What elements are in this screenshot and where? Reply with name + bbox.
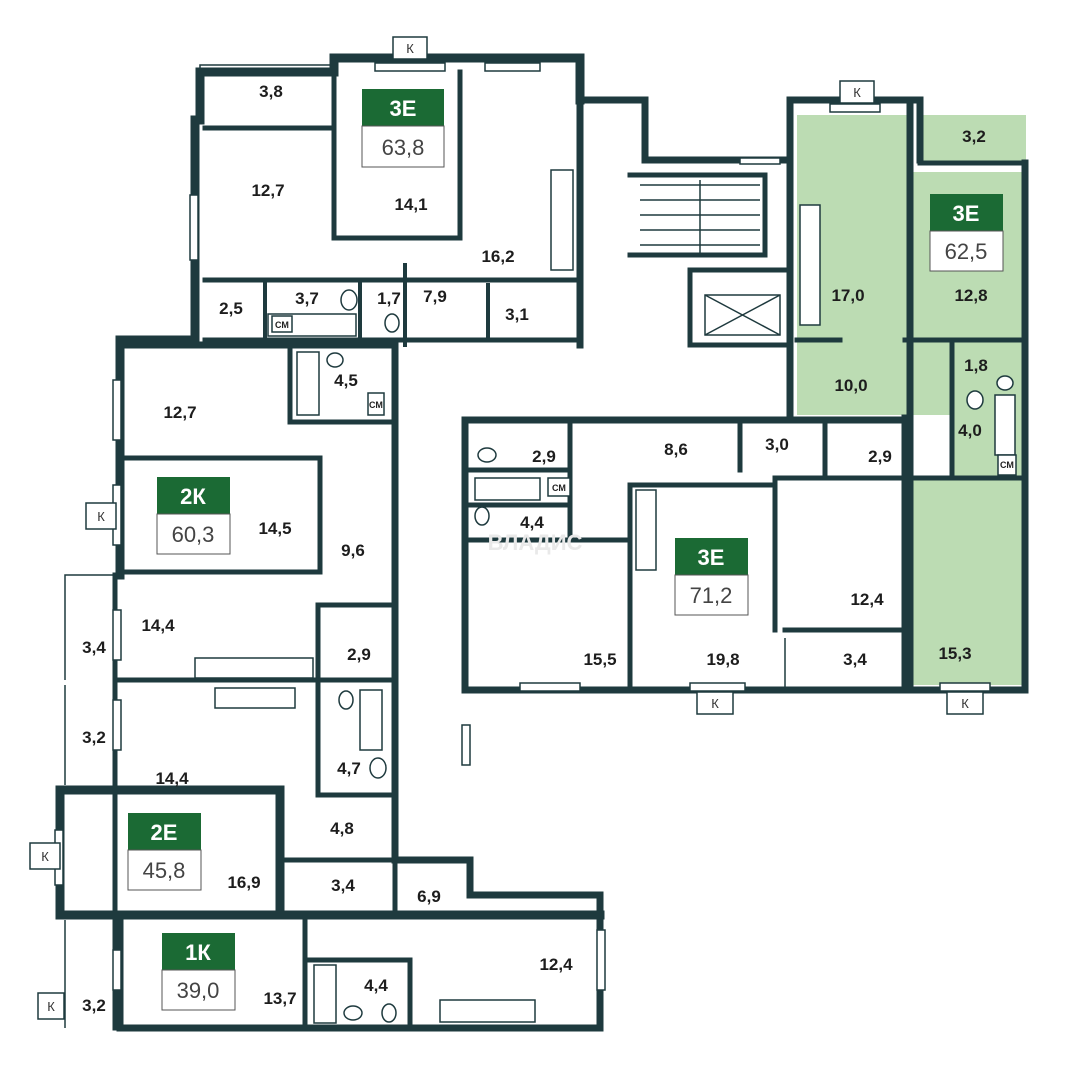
svg-text:К: К — [41, 849, 49, 864]
fixtures — [194, 169, 1016, 1024]
svg-text:К: К — [406, 41, 414, 56]
elevator-shaft — [704, 294, 781, 336]
balcony-marker-2: К — [839, 80, 875, 104]
apartment-badge-3[interactable]: 2К 60,3 — [156, 477, 231, 555]
room-area: 14,1 — [394, 195, 427, 214]
room-area: 2,9 — [347, 645, 371, 664]
room-area: 9,6 — [341, 541, 365, 560]
room-area: 3,7 — [295, 289, 319, 308]
room-area: 6,9 — [417, 887, 441, 906]
room-area: 14,4 — [155, 769, 189, 788]
apartment-code: 3E — [390, 96, 417, 121]
apartment-badge-4[interactable]: 3E 71,2 — [674, 538, 749, 616]
highlighted-apartment[interactable] — [797, 115, 1026, 685]
room-area: 2,5 — [219, 299, 243, 318]
room-area: 15,3 — [938, 644, 971, 663]
apartment-area: 62,5 — [945, 239, 988, 264]
room-area: 13,7 — [263, 989, 296, 1008]
apartment-area: 63,8 — [382, 135, 425, 160]
room-area: 3,2 — [82, 996, 106, 1015]
room-area: 1,8 — [964, 356, 988, 375]
room-area: 12,4 — [850, 590, 884, 609]
svg-text:К: К — [47, 999, 55, 1014]
room-area: 12,7 — [163, 403, 196, 422]
apartment-code: 3E — [698, 545, 725, 570]
room-area: 3,2 — [962, 127, 986, 146]
apartment-code: 2К — [180, 484, 206, 509]
svg-text:К: К — [711, 696, 719, 711]
apartment-area: 45,8 — [143, 858, 186, 883]
balcony-markers: К К К К К К К — [29, 36, 984, 1020]
washer-label: СМ — [1000, 460, 1014, 470]
apartment-badge-5[interactable]: 2E 45,8 — [127, 813, 202, 891]
apartment-badge-2[interactable]: 3E 62,5 — [929, 194, 1004, 272]
room-area: 3,1 — [505, 305, 529, 324]
room-area: 14,4 — [141, 616, 175, 635]
room-area: 16,2 — [481, 247, 514, 266]
room-area: 4,5 — [334, 371, 358, 390]
room-area: 3,4 — [843, 650, 867, 669]
apartment-code: 2E — [151, 820, 178, 845]
svg-text:К: К — [853, 85, 861, 100]
apartment-code: 3E — [953, 201, 980, 226]
room-area: 3,4 — [331, 876, 355, 895]
balcony-marker-1: К — [392, 36, 428, 60]
room-area: 15,5 — [583, 650, 616, 669]
room-area: 14,5 — [258, 519, 291, 538]
room-area-labels: 3,8 12,7 14,1 16,2 2,5 3,7 1,7 7,9 3,1 1… — [82, 82, 988, 1015]
apartment-code: 1К — [185, 940, 211, 965]
room-area: 17,0 — [831, 286, 864, 305]
room-area: 7,9 — [423, 287, 447, 306]
apartment-badge-1[interactable]: 3E 63,8 — [361, 89, 445, 168]
svg-text:К: К — [97, 509, 105, 524]
balcony-marker-3: К — [85, 502, 117, 530]
room-area: 8,6 — [664, 440, 688, 459]
washer-label: СМ — [275, 320, 289, 330]
highlight-fill-hall — [797, 340, 952, 415]
room-area: 4,0 — [958, 421, 982, 440]
apartment-area: 39,0 — [177, 978, 220, 1003]
balcony-marker-4: К — [29, 842, 61, 870]
room-area: 12,4 — [539, 955, 573, 974]
watermark: ВЛАДИС — [488, 530, 583, 555]
highlight-fill-bedroom — [910, 478, 1025, 685]
room-area: 4,8 — [330, 819, 354, 838]
washer-labels: СМ СМ СМ СМ — [271, 315, 1017, 497]
room-area: 10,0 — [834, 376, 867, 395]
balcony-marker-7: К — [946, 691, 984, 715]
room-area: 16,9 — [227, 873, 260, 892]
balcony-marker-6: К — [696, 691, 734, 715]
stairwell — [640, 180, 760, 255]
room-area: 1,7 — [377, 289, 401, 308]
room-area: 3,4 — [82, 638, 106, 657]
room-area: 2,9 — [532, 447, 556, 466]
svg-text:К: К — [961, 696, 969, 711]
room-area: 12,8 — [954, 286, 987, 305]
room-area: 3,8 — [259, 82, 283, 101]
room-area: 3,2 — [82, 728, 106, 747]
washer-label: СМ — [552, 483, 566, 493]
room-area: 12,7 — [251, 181, 284, 200]
balconies — [64, 64, 786, 1028]
apartment-badge-6[interactable]: 1К 39,0 — [161, 933, 236, 1011]
room-area: 4,4 — [520, 513, 544, 532]
apartment-area: 60,3 — [172, 522, 215, 547]
room-area: 4,4 — [364, 976, 388, 995]
room-area: 3,0 — [765, 435, 789, 454]
room-area: 4,7 — [337, 759, 361, 778]
balcony-marker-5: К — [37, 992, 65, 1020]
apartment-area: 71,2 — [690, 583, 733, 608]
room-area: 2,9 — [868, 447, 892, 466]
room-area: 19,8 — [706, 650, 739, 669]
washer-label: СМ — [369, 400, 383, 410]
highlight-fill-balcony — [920, 115, 1026, 163]
